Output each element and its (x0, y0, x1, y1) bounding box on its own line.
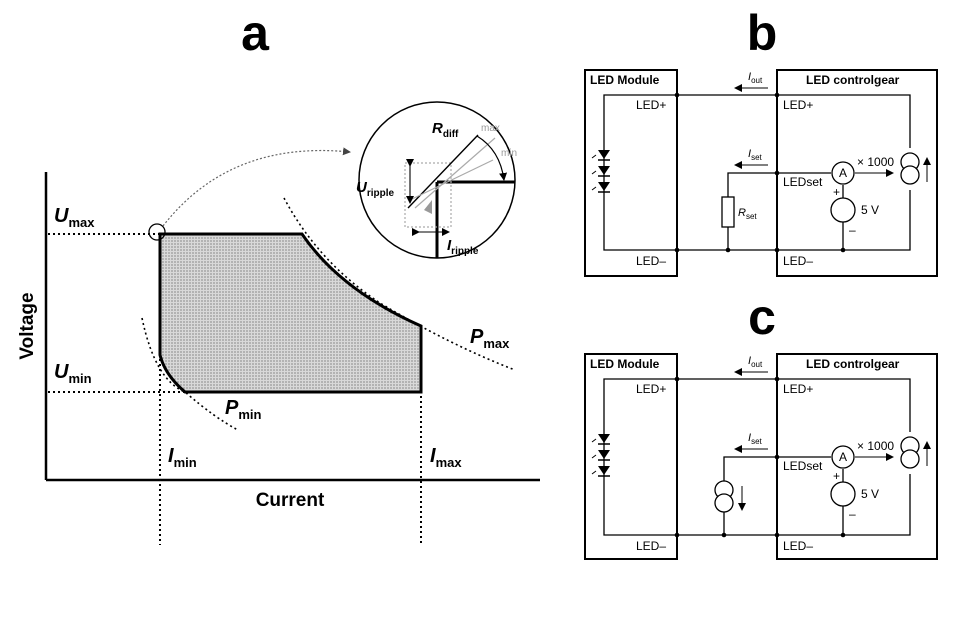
p-min-label: Pmin (225, 397, 262, 422)
zoom-i-ripple-label: Iripple (447, 237, 479, 257)
x-axis-title: Current (256, 490, 325, 511)
zoom-ripple-box (404, 162, 452, 228)
b-iout-label: Iout (748, 71, 763, 85)
panel-c: c LED Module LED controlgear LED+ LED– L… (584, 289, 938, 560)
c-junction (774, 454, 780, 460)
c-top-wire (603, 378, 911, 432)
b-led-module-box (584, 69, 678, 277)
b-led-module-title: LED Module (590, 73, 660, 87)
b-gear-ledset: LEDset (783, 175, 823, 189)
panel-letter-a: a (241, 5, 270, 61)
c-gear-ledset: LEDset (783, 459, 823, 473)
panel-b: b LED Module LED controlgear LED+ LED– L… (584, 5, 938, 277)
c-junction (840, 532, 846, 538)
b-source-minus: – (849, 223, 856, 237)
c-source-plus: + (833, 469, 840, 483)
u-max-label: Umax (54, 205, 95, 230)
zoom-min-label: min (501, 148, 517, 159)
c-source-minus: – (849, 507, 856, 521)
b-led-string-icon (591, 148, 610, 197)
b-junction (674, 247, 680, 253)
zoom-u-ripple-label: Uripple (356, 179, 395, 199)
b-ammeter-icon (831, 161, 855, 185)
c-led-module-box (584, 353, 678, 560)
zoom-connector-arrow (162, 147, 351, 227)
c-junction (674, 532, 680, 538)
c-ammeter-label: A (839, 450, 847, 464)
c-voltage-source-icon (830, 481, 856, 507)
c-junction (774, 532, 780, 538)
c-controlgear-title: LED controlgear (806, 357, 900, 371)
b-source-plus: + (833, 185, 840, 199)
c-iset-label: Iset (748, 432, 763, 446)
zoom-detail: Rdiff max min Uripple Iripple (356, 101, 517, 259)
b-current-source-icon (900, 152, 931, 185)
b-top-wire (603, 94, 911, 148)
panel-a: a Voltage Current Umax Umin Imin Imax Pm… (17, 5, 540, 545)
p-max-curve (283, 197, 516, 371)
b-junction (774, 92, 780, 98)
b-gear-led-plus: LED+ (783, 98, 813, 112)
b-gear-led-minus: LED– (783, 254, 813, 268)
zoom-rdiff-max-line (414, 137, 496, 209)
operating-window (158, 232, 423, 394)
c-voltage-label: 5 V (861, 487, 879, 501)
panel-letter-c: c (748, 289, 776, 345)
c-module-led-minus: LED– (636, 539, 666, 553)
b-controlgear-title: LED controlgear (806, 73, 900, 87)
b-ammeter-label: A (839, 166, 847, 180)
c-gain-label: × 1000 (857, 439, 894, 453)
c-led-string-icon (591, 432, 610, 481)
y-axis-title: Voltage (17, 292, 38, 359)
b-voltage-source-icon (830, 197, 856, 223)
b-junction (774, 170, 780, 176)
b-bottom-wire (603, 190, 911, 251)
c-gear-led-minus: LED– (783, 539, 813, 553)
p-max-label: Pmax (470, 326, 510, 351)
p-min-curve (141, 317, 239, 431)
c-ledset-wire (723, 456, 831, 482)
zoom-arc-arrow (476, 135, 508, 181)
c-junction (721, 532, 727, 538)
b-gain-label: × 1000 (857, 155, 894, 169)
c-led-module-title: LED Module (590, 357, 660, 371)
c-module-led-plus: LED+ (636, 382, 666, 396)
b-junction (674, 92, 680, 98)
b-module-led-minus: LED– (636, 254, 666, 268)
c-module-current-source-icon (714, 480, 746, 513)
b-module-led-plus: LED+ (636, 98, 666, 112)
c-ammeter-icon (831, 445, 855, 469)
b-ledset-wire (727, 172, 831, 197)
b-voltage-label: 5 V (861, 203, 879, 217)
c-gear-led-plus: LED+ (783, 382, 813, 396)
zoom-rdiff-min-line (409, 159, 494, 201)
c-junction (674, 376, 680, 382)
b-rset-label: Rset (738, 207, 757, 221)
zoom-max-label: max (481, 123, 500, 134)
i-max-label: Imax (430, 445, 462, 470)
c-junction (774, 376, 780, 382)
i-min-label: Imin (168, 445, 197, 470)
zoom-ripple-triangle (424, 200, 432, 214)
b-junction (840, 247, 846, 253)
panel-letter-b: b (747, 5, 778, 61)
b-iset-label: Iset (748, 148, 763, 162)
c-iout-label: Iout (748, 355, 763, 369)
b-junction (725, 247, 731, 253)
b-rset-resistor-icon (721, 196, 735, 228)
zoom-rdiff-label: Rdiff (432, 120, 459, 140)
c-bottom-wire (603, 474, 911, 536)
u-min-label: Umin (54, 361, 92, 386)
c-current-source-icon (900, 436, 931, 469)
zoom-source-circle (148, 223, 166, 241)
b-junction (774, 247, 780, 253)
